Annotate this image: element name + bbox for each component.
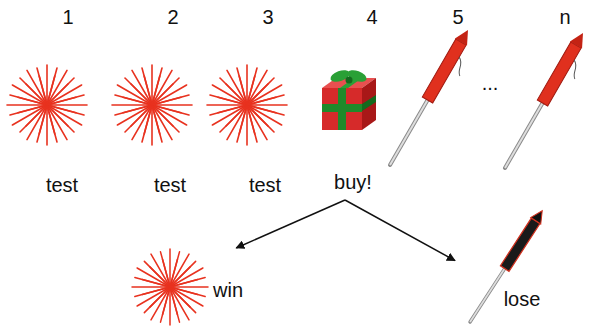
step-label: lose xyxy=(504,288,541,310)
item-node: 4 buy! xyxy=(315,4,390,200)
firework-burst xyxy=(207,65,287,145)
item-node: lose xyxy=(455,245,560,323)
outcome-arrow xyxy=(345,200,455,261)
step-label: test xyxy=(154,174,186,196)
step-number: 4 xyxy=(366,6,377,28)
ellipsis-label: ... xyxy=(482,72,499,94)
item-node: 5 xyxy=(395,4,483,195)
item-node: 1 test xyxy=(5,4,105,200)
step-label: buy! xyxy=(334,171,372,193)
firework-burst xyxy=(132,249,208,325)
outcome-arrow xyxy=(236,200,345,248)
step-label: test xyxy=(46,174,78,196)
step-label: win xyxy=(213,279,243,301)
item-node: n xyxy=(505,4,592,195)
firework-burst xyxy=(7,65,87,145)
dud-rocket xyxy=(465,208,547,326)
step-number: 5 xyxy=(452,6,463,28)
rocket xyxy=(384,26,482,173)
gift-box xyxy=(322,68,376,130)
item-node: win xyxy=(130,248,255,324)
rocket xyxy=(499,29,597,176)
step-number: 1 xyxy=(62,6,73,28)
step-number: 2 xyxy=(167,6,178,28)
firework-burst xyxy=(112,65,192,145)
step-number: n xyxy=(559,6,570,28)
item-node: 2 test xyxy=(110,4,205,200)
step-number: 3 xyxy=(262,6,273,28)
step-label: test xyxy=(249,174,281,196)
item-node: 3 test xyxy=(210,4,305,200)
